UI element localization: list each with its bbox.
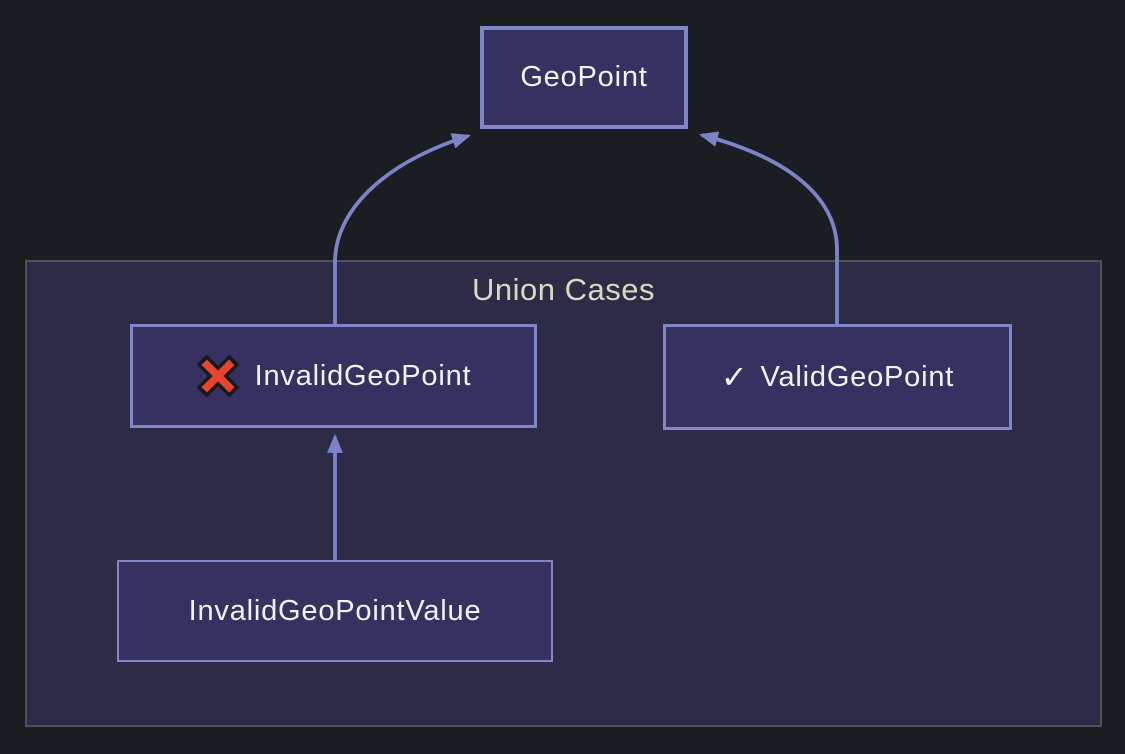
node-validgeopoint: ✓ ValidGeoPoint bbox=[663, 324, 1012, 430]
cross-mark-icon bbox=[196, 354, 240, 398]
node-validgeopoint-label: ValidGeoPoint bbox=[760, 360, 955, 393]
node-invalidgeopoint-label: InvalidGeoPoint bbox=[254, 359, 472, 392]
node-invalidgeopointvalue-label: InvalidGeoPointValue bbox=[188, 594, 482, 627]
node-invalidgeopoint: InvalidGeoPoint bbox=[130, 324, 537, 428]
node-geopoint-label: GeoPoint bbox=[520, 61, 648, 93]
check-mark-icon: ✓ bbox=[720, 358, 749, 396]
node-invalidgeopointvalue: InvalidGeoPointValue bbox=[117, 560, 553, 662]
union-cases-group-label: Union Cases bbox=[472, 272, 655, 307]
node-geopoint: GeoPoint bbox=[480, 26, 688, 129]
